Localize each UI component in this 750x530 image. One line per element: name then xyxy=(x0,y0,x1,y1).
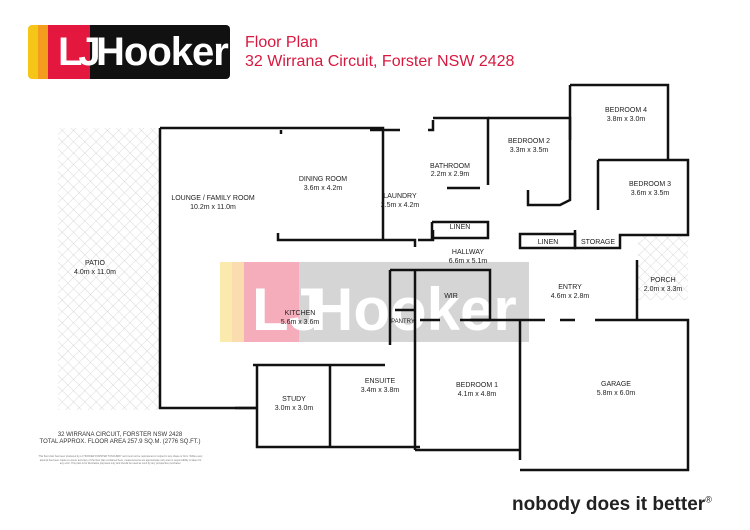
logo-orange-stripe xyxy=(38,25,50,79)
title-address: 32 Wirrana Circuit, Forster NSW 2428 xyxy=(245,53,515,70)
room-size-garage: 5.8m x 6.0m xyxy=(597,390,636,397)
footer-caption: 32 WIRRANA CIRCUIT, FORSTER NSW 2428 TOT… xyxy=(30,432,210,446)
watermark-logo: LJ Hooker xyxy=(220,262,529,343)
room-size-hallway: 6.6m x 5.1m xyxy=(449,258,488,265)
room-label-entry: ENTRY xyxy=(558,284,582,291)
room-size-kitchen: 5.6m x 3.6m xyxy=(281,319,320,326)
room-label-bathroom: BATHROOM xyxy=(430,163,470,170)
tagline: nobody does it better® xyxy=(512,494,712,516)
tagline-text: nobody does it better xyxy=(512,494,706,515)
room-label-bedroom1: BEDROOM 1 xyxy=(456,382,498,389)
room-size-bedroom4: 3.8m x 3.0m xyxy=(607,116,646,123)
room-label-porch: PORCH xyxy=(650,277,675,284)
logo-yellow-stripe xyxy=(28,25,40,79)
room-size-entry: 4.6m x 2.8m xyxy=(551,293,590,300)
room-size-study: 3.0m x 3.0m xyxy=(275,405,314,412)
footer-address: 32 WIRRANA CIRCUIT, FORSTER NSW 2428 xyxy=(57,432,183,438)
logo-black-block xyxy=(90,25,230,79)
room-size-porch: 2.0m x 3.3m xyxy=(644,286,683,293)
room-size-laundry: 2.5m x 4.2m xyxy=(381,202,420,209)
room-label-patio: PATIO xyxy=(85,260,106,267)
logo-lj-text: LJ xyxy=(58,30,101,74)
room-label-dining: DINING ROOM xyxy=(299,176,347,183)
room-label-bedroom2: BEDROOM 2 xyxy=(508,138,550,145)
page-title: Floor Plan 32 Wirrana Circuit, Forster N… xyxy=(245,33,514,71)
room-label-study: STUDY xyxy=(282,396,306,403)
room-label-kitchen: KITCHEN xyxy=(285,310,316,317)
room-label-ensuite: ENSUITE xyxy=(365,378,396,385)
room-label-lounge: LOUNGE / FAMILY ROOM xyxy=(171,195,255,202)
footer-disclaimer: This floor plan has been produced by LJ … xyxy=(38,455,203,465)
label-wir: WIR xyxy=(444,293,458,300)
label-linen-1: LINEN xyxy=(450,224,471,231)
room-size-ensuite: 3.4m x 3.8m xyxy=(361,387,400,394)
label-linen-2: LINEN xyxy=(538,239,559,246)
registered-mark: ® xyxy=(705,494,712,505)
room-size-patio: 4.0m x 11.0m xyxy=(74,269,116,276)
label-pantry: PANTRY xyxy=(391,319,415,325)
svg-text:LJ: LJ xyxy=(252,276,322,343)
logo-hooker-text: Hooker xyxy=(96,30,229,74)
footer-total-area: TOTAL APPROX. FLOOR AREA 257.9 SQ.M. (27… xyxy=(39,439,201,445)
room-size-dining: 3.6m x 4.2m xyxy=(304,185,343,192)
room-size-bathroom: 2.2m x 2.9m xyxy=(431,171,470,178)
porch-area xyxy=(638,236,688,300)
lj-hooker-logo: LJ Hooker xyxy=(28,25,230,79)
room-size-bedroom2: 3.3m x 3.5m xyxy=(510,147,549,154)
room-label-garage: GARAGE xyxy=(601,381,631,388)
room-label-hallway: HALLWAY xyxy=(452,249,484,256)
title-floor-plan: Floor Plan xyxy=(245,34,318,51)
logo-red-block xyxy=(48,25,90,79)
room-label-bedroom3: BEDROOM 3 xyxy=(629,181,671,188)
room-label-bedroom4: BEDROOM 4 xyxy=(605,107,647,114)
room-size-lounge: 10.2m x 11.0m xyxy=(190,204,236,211)
patio-area xyxy=(58,128,160,410)
room-label-laundry: LAUNDRY xyxy=(383,193,417,200)
room-size-bedroom3: 3.6m x 3.5m xyxy=(631,190,670,197)
label-storage: STORAGE xyxy=(581,239,615,246)
room-size-bedroom1: 4.1m x 4.8m xyxy=(458,391,497,398)
